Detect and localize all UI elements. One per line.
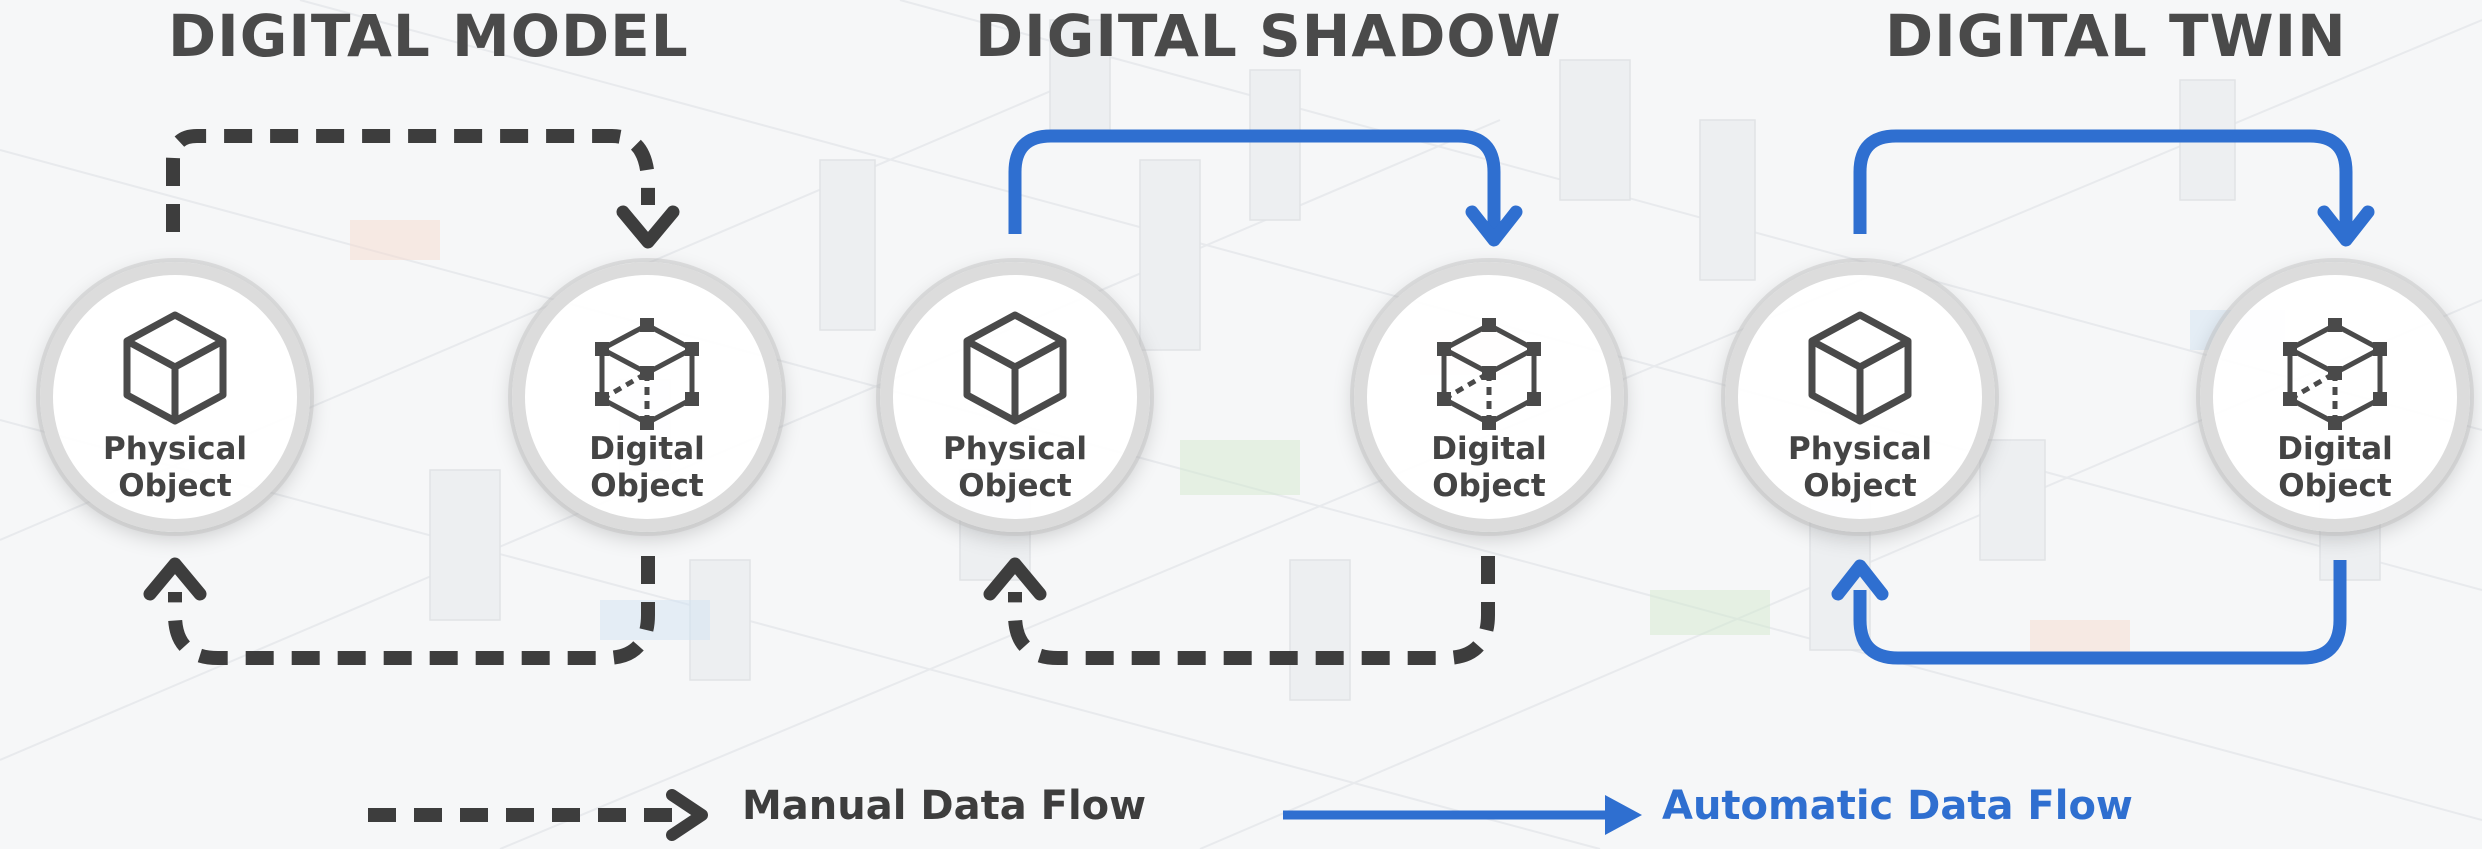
panel-title-digital-shadow: DIGITAL SHADOW	[975, 2, 1562, 70]
manual-flow-to-physical	[168, 556, 655, 665]
legend-manual-arrowhead	[666, 789, 708, 841]
automatic-flow-to-digital	[1008, 129, 1501, 234]
digital-object-node: Digital Object	[512, 262, 782, 532]
digital-object-label: Digital Object	[1431, 431, 1547, 504]
physical-object-node: Physical Object	[880, 262, 1150, 532]
automatic-flow-to-digital-arrowhead	[1465, 205, 1523, 247]
physical-object-node: Physical Object	[1725, 262, 1995, 532]
legend-manual-label: Manual Data Flow	[742, 783, 1147, 829]
physical-object-label: Physical Object	[103, 431, 247, 504]
cube-icon	[123, 311, 227, 425]
digital-object-node: Digital Object	[2200, 262, 2470, 532]
digital-object-node: Digital Object	[1354, 262, 1624, 532]
automatic-flow-to-physical-arrowhead	[1831, 559, 1889, 601]
digital-object-label: Digital Object	[589, 431, 705, 504]
automatic-flow-to-digital	[1853, 129, 2353, 234]
manual-flow-to-physical	[1008, 556, 1495, 665]
wireframe-cube-icon	[595, 318, 699, 430]
legend-automatic-arrowhead	[1605, 795, 1642, 835]
automatic-flow-to-physical	[1853, 560, 2347, 665]
digital-object-label: Digital Object	[2277, 431, 2393, 504]
manual-flow-to-physical-arrowhead	[143, 557, 207, 601]
cube-icon	[1808, 311, 1912, 425]
manual-flow-to-digital-arrowhead	[616, 205, 680, 249]
physical-object-label: Physical Object	[943, 431, 1087, 504]
wireframe-cube-icon	[2283, 318, 2387, 430]
automatic-flow-to-digital-arrowhead	[2317, 205, 2375, 247]
physical-object-label: Physical Object	[1788, 431, 1932, 504]
manual-flow-to-physical-arrowhead	[983, 557, 1047, 601]
panel-title-digital-model: DIGITAL MODEL	[168, 2, 689, 70]
cube-icon	[963, 311, 1067, 425]
panel-title-digital-twin: DIGITAL TWIN	[1885, 2, 2347, 70]
physical-object-node: Physical Object	[40, 262, 310, 532]
manual-flow-to-digital	[166, 129, 655, 232]
wireframe-cube-icon	[1437, 318, 1541, 430]
legend-automatic-label: Automatic Data Flow	[1662, 783, 2133, 829]
